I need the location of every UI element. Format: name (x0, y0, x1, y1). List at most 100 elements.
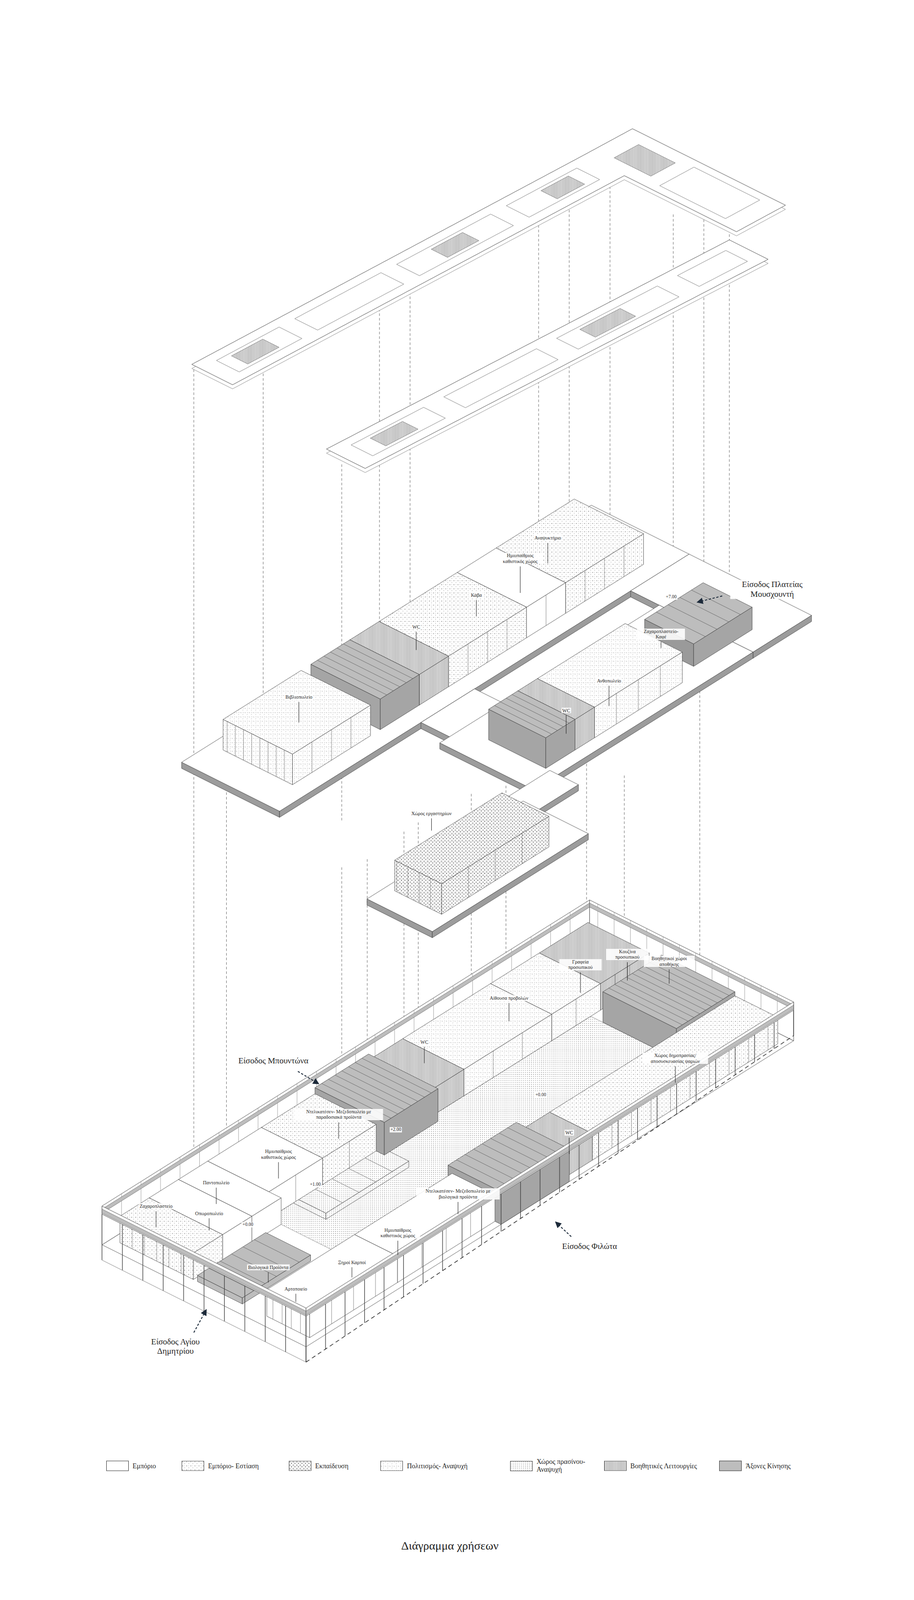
column (461, 1218, 463, 1258)
mullion (295, 1174, 297, 1202)
legend-swatch (719, 1460, 742, 1472)
legend-text: Εμπόριο (132, 1461, 157, 1470)
space-label: Κουζίνα προσωπικού (606, 948, 649, 961)
leader-line (295, 1293, 297, 1303)
leader-line (675, 1066, 676, 1083)
space-label: Γραφεία προσωπικού (559, 959, 602, 971)
legend-swatch (510, 1460, 533, 1472)
stair-step (632, 973, 706, 1010)
mullion (349, 1141, 350, 1168)
space-label: Βιολογικά Προϊόντα (247, 1264, 290, 1271)
caption: Διάγραμμα χρήσεων (401, 1538, 499, 1552)
mullion (311, 741, 313, 773)
level-mark: +7.00 (664, 594, 678, 600)
roof-grille (540, 176, 585, 200)
entrance-label: Είσοδος Μπουντώνα (237, 1055, 310, 1066)
space-label: Αναψυκτήριο (533, 535, 563, 541)
mullion (350, 717, 352, 749)
mullion (396, 861, 398, 892)
stair-step (336, 648, 407, 683)
skylight (396, 213, 514, 276)
legend-item: Εμπόριο (106, 1460, 157, 1472)
stair-step (334, 1075, 405, 1110)
mullion (445, 1225, 447, 1252)
leader-line (519, 566, 521, 593)
space-label: WC (411, 623, 422, 630)
space-label: Ξηροί Καρποί (337, 1259, 368, 1266)
space-volume (354, 1173, 495, 1257)
leader-line (155, 1211, 157, 1228)
mullion (631, 1108, 632, 1136)
skylight (506, 167, 600, 217)
column (598, 1132, 599, 1167)
stair-step (348, 1066, 419, 1102)
projection-line (193, 369, 194, 758)
column (101, 1214, 103, 1261)
column (305, 1315, 306, 1362)
space-label: Βιβλιοπωλείο (284, 694, 314, 701)
mullion (419, 872, 420, 904)
stair-step (341, 1070, 412, 1106)
space-label: Ανθοπωλείο (595, 678, 622, 684)
walkway-slab (279, 554, 690, 818)
column (773, 1022, 775, 1049)
column (325, 1303, 326, 1349)
mullion (259, 737, 260, 769)
mullion (521, 833, 523, 865)
legend-swatch-fill (510, 1460, 533, 1471)
roof-slab (326, 239, 769, 469)
column (422, 1242, 424, 1284)
mullion (585, 570, 586, 602)
column (734, 1046, 736, 1075)
mullion (331, 729, 332, 761)
space-label: Ντελικατέσεν- Μεζεδοπωλείο με βιολογικά … (416, 1188, 500, 1200)
leader-line (278, 1162, 279, 1179)
axonometric-drawing (101, 128, 812, 1362)
stair-step (482, 1143, 536, 1171)
leader-line (268, 1272, 269, 1283)
projection-line (193, 763, 194, 1202)
circulation-core (488, 690, 575, 738)
stair-step (473, 1148, 527, 1176)
mullion (234, 725, 236, 757)
legend-swatch (380, 1460, 403, 1472)
stair-step (679, 597, 729, 622)
projection-line (226, 732, 227, 1143)
roof-slab (191, 128, 786, 385)
legend-item: Χώρος πρασίνου- Αναψυχή (510, 1457, 591, 1474)
legend-text: Χώρος πρασίνου- Αναψυχή (536, 1457, 591, 1474)
stair-step (668, 604, 718, 630)
space-label: Αρτοποιείο (283, 1286, 308, 1292)
mullion (506, 619, 508, 651)
mullion (659, 665, 661, 697)
leader-line (397, 1240, 399, 1255)
stair-step (499, 1132, 553, 1160)
leader-line (547, 542, 548, 564)
space-label: Ημιυπαίθριος καθιστικός χώρος (375, 1227, 421, 1239)
mullion (522, 1032, 523, 1059)
mullion (709, 1059, 710, 1087)
legend-item: Βοηθητικές Λειτουργίες (604, 1460, 698, 1472)
gallery-band (305, 1005, 794, 1315)
mullion (430, 877, 431, 909)
column (715, 1058, 716, 1088)
mullion (407, 866, 409, 898)
mullion (283, 749, 285, 781)
column (183, 1254, 184, 1301)
column (481, 1205, 482, 1245)
level-mark: +0.00 (241, 1221, 255, 1228)
roof-grille (231, 339, 280, 365)
column (695, 1071, 697, 1101)
skylight (216, 327, 303, 373)
stair-step (361, 1057, 432, 1093)
leader-line (298, 702, 300, 723)
space-label: Χώρος δημοπρασίας/ αποσυσκευασίας ψαριών (642, 1052, 708, 1064)
entrance-arrow (697, 595, 723, 603)
stair-step (355, 1062, 425, 1098)
column (539, 1169, 541, 1206)
column (163, 1244, 164, 1291)
gallery-band (101, 1209, 306, 1316)
space-label: Παντοπωλείο (202, 1179, 231, 1186)
space-label: Αίθουσα προβολών (488, 995, 530, 1002)
